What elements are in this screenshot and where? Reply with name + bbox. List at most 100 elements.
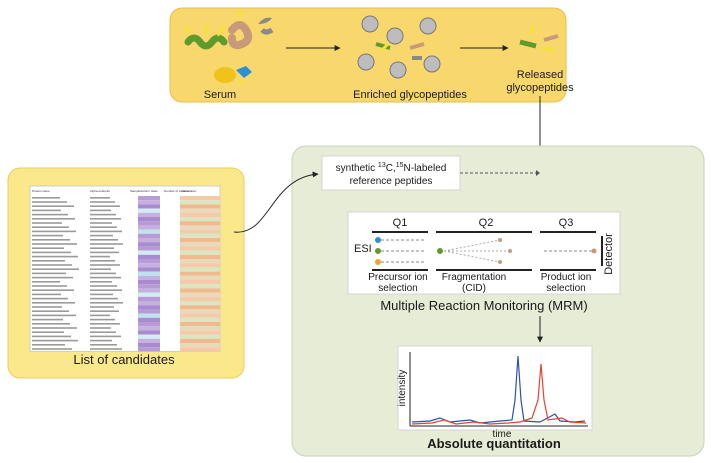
candidates-table-cell [138, 288, 160, 293]
mrm-box [347, 211, 621, 295]
candidates-table-cell [138, 275, 160, 280]
released-label-line1: Released [517, 69, 563, 81]
candidates-table-cell [180, 275, 220, 280]
candidates-table-cell [32, 218, 75, 220]
fragmentation-label-line1: Fragmentation [442, 272, 506, 283]
candidates-table-cell [180, 305, 220, 310]
candidates-table-cell [138, 196, 160, 201]
candidates-table-cell [180, 317, 220, 322]
candidates-table-cell [32, 285, 67, 287]
candidates-table-header: Number of variants [164, 189, 190, 193]
candidates-table-cell [138, 305, 160, 310]
candidates-table-cell [90, 339, 112, 342]
candidates-table-cell [90, 272, 116, 275]
candidates-table-cell [32, 251, 71, 254]
candidates-table-header: Annotation [182, 189, 197, 193]
candidates-table-cell [90, 218, 121, 220]
candidates-table-header: Sample [130, 189, 141, 193]
candidates-table-header: Isoform class [140, 189, 158, 193]
candidates-table-cell [180, 313, 220, 318]
candidates-table-cell [180, 246, 220, 251]
candidates-table-cell [32, 239, 70, 241]
candidates-table-cell [32, 255, 78, 258]
candidates-table-cell [180, 217, 220, 222]
candidates-table-cell [90, 226, 117, 228]
candidates-table-cell [138, 284, 160, 289]
candidates-table-cell [180, 288, 220, 293]
candidates-table-cell [180, 280, 220, 285]
esi-label: ESI [354, 243, 372, 255]
candidates-table-header: Alpha-subunits [90, 189, 110, 193]
candidates-table-cell [138, 322, 160, 327]
candidates-table-cell [32, 306, 62, 308]
candidates-table-cell [138, 347, 160, 352]
candidates-table-header: Protein name [32, 189, 50, 193]
candidates-table-cell [32, 335, 71, 338]
candidates-table-cell [90, 205, 120, 207]
candidates-table-cell [90, 234, 113, 237]
candidates-table-cell [90, 306, 114, 308]
svg-text:Q2: Q2 [479, 217, 494, 229]
candidates-table-cell [180, 225, 220, 230]
candidates-table-cell [180, 334, 220, 339]
product-label-line1: Product ion [541, 272, 592, 283]
candidates-table-cell [32, 201, 67, 203]
synthetic-peptides-box [321, 155, 461, 191]
candidates-table-cell [90, 281, 112, 283]
candidates-table-cell [180, 267, 220, 272]
candidates-table-cell [32, 264, 72, 266]
candidates-table-cell [90, 344, 117, 346]
released-glycopeptides-icon [519, 25, 559, 52]
candidates-table-cell [180, 326, 220, 331]
candidates-table-cell [32, 209, 61, 212]
candidates-table-cell [138, 326, 160, 331]
precursor-label-line1: Precursor ion [368, 272, 427, 283]
candidates-table-cell [138, 280, 160, 285]
candidates-table-cell [180, 284, 220, 289]
serum-label: Serum [204, 89, 236, 101]
candidates-table-cell [32, 293, 61, 296]
candidates-table-cell [138, 292, 160, 297]
candidates-table-cell [138, 271, 160, 276]
chromatogram-ylabel: intensity [397, 370, 408, 407]
candidates-table-cell [138, 296, 160, 301]
candidates-table-cell [180, 200, 220, 205]
candidates-table-cell [32, 310, 69, 312]
candidates-table-cell [90, 285, 117, 287]
svg-text:Q1: Q1 [393, 217, 408, 229]
candidates-table-cell [32, 230, 76, 233]
arrow-candidates-to-synthetic [233, 171, 319, 233]
candidates-table-cell [180, 196, 220, 201]
candidates-table-cell [138, 267, 160, 272]
quadrupole-q3: Q3 [540, 217, 603, 271]
absolute-quantitation-title: Absolute quantitation [427, 436, 561, 451]
enriched-glycopeptides-label: Enriched glycopeptides [353, 89, 467, 101]
candidates-table-cell [90, 297, 118, 300]
candidates-table-cell [138, 334, 160, 339]
candidates-table-cell [138, 309, 160, 314]
candidates-table-cell [180, 221, 220, 226]
candidates-table-cell [138, 212, 160, 217]
candidates-table-cell [32, 272, 66, 275]
candidates-table-cell [180, 271, 220, 276]
candidates-table-cell [90, 293, 113, 296]
candidates-table-cell [138, 233, 160, 238]
candidates-table-cell [90, 260, 115, 262]
candidates-table-cell [90, 327, 111, 329]
mrm-title: Multiple Reaction Monitoring (MRM) [380, 298, 587, 313]
candidates-table-cell [90, 247, 114, 249]
detector-label: Detector [603, 233, 615, 275]
candidates-table-cell [180, 292, 220, 297]
candidates-table-cell [138, 259, 160, 264]
candidates-table-cell [32, 260, 65, 262]
synthetic-label-line1: synthetic 13C,15N-labeled [336, 162, 447, 174]
candidates-table-cell [138, 250, 160, 255]
candidates-table-cell [90, 251, 119, 254]
candidates-table-cell [180, 263, 220, 268]
candidates-table-cell [32, 344, 65, 346]
candidates-table-cell [90, 243, 123, 245]
candidates-table-cell [32, 222, 62, 224]
candidates-table-cell [180, 338, 220, 343]
candidates-table-cell [90, 197, 110, 199]
quadrupole-q2: Q2 [436, 217, 532, 271]
